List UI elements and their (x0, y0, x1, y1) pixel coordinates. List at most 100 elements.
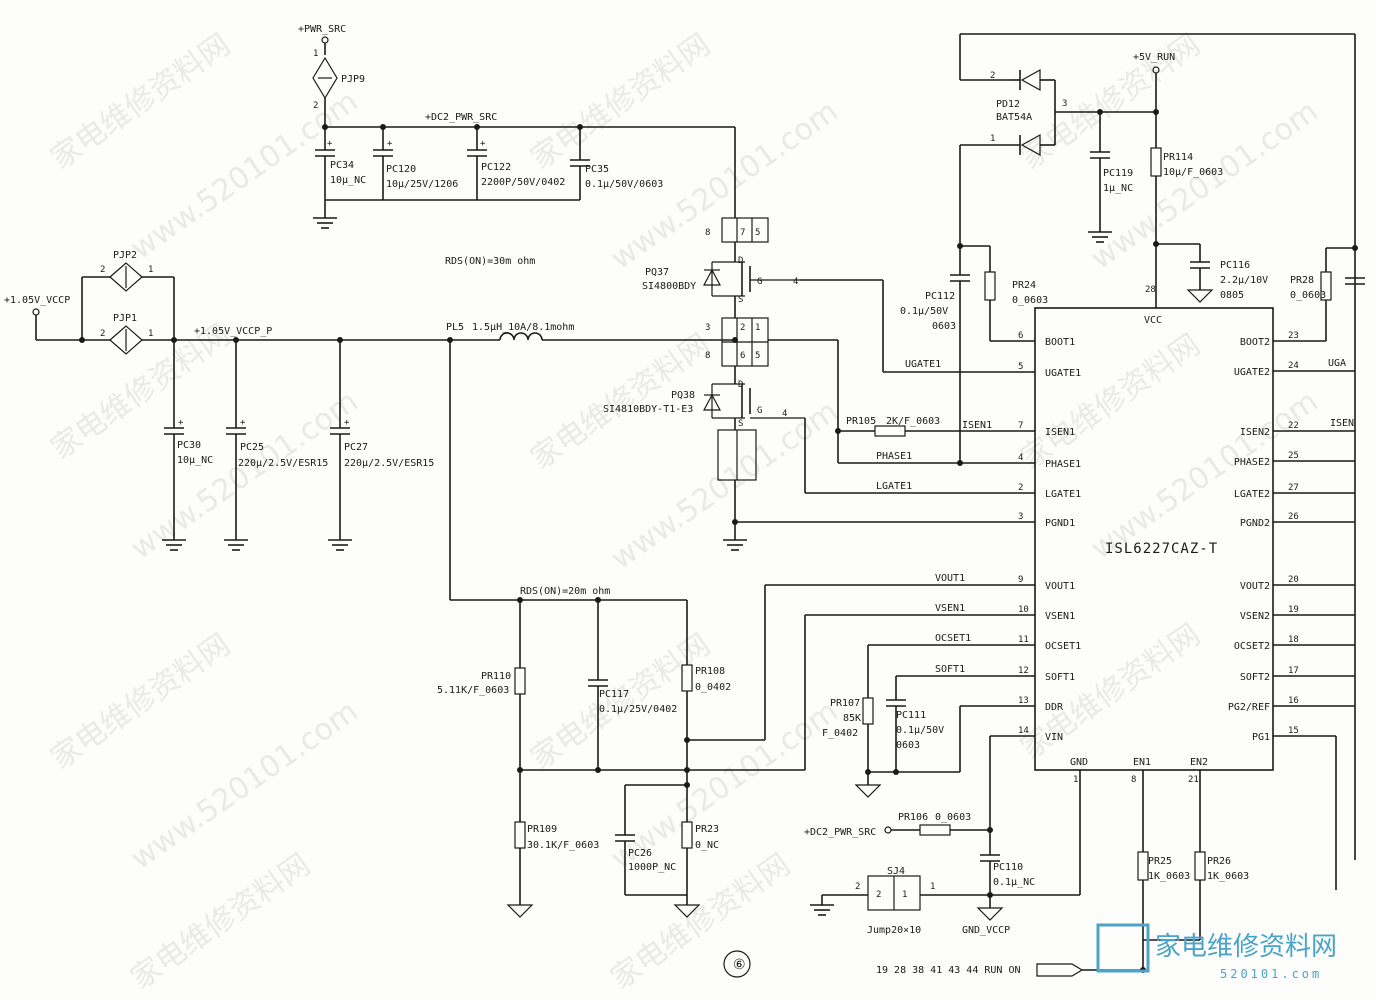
ground-symbol (162, 539, 186, 551)
ic-pin-name: VOUT1 (1045, 581, 1075, 592)
ic-right-pins: BOOT223UGATE224ISEN222PHASE225LGATE227PG… (1228, 331, 1299, 743)
net-label-vsen1: VSEN1 (935, 603, 965, 614)
pc35-ref: PC35 (585, 164, 609, 175)
pin-number: 4 (782, 409, 787, 419)
resistor-pr106-symbol (919, 824, 951, 836)
ic-pin-number: 14 (1018, 726, 1029, 736)
plus-sign: + (387, 139, 393, 149)
inductor-pl5-symbol (499, 332, 543, 341)
pr109-ref: PR109 (527, 824, 557, 835)
pr105-value: 2K/F_0603 (886, 416, 940, 427)
resistor-pr109-symbol (514, 821, 526, 849)
ic-pin-name: LGATE1 (1045, 489, 1081, 500)
ic-pin-name: PHASE2 (1234, 457, 1270, 468)
net-label-run-on: 19 28 38 41 43 44 RUN ON (876, 965, 1021, 976)
pr107-ref: PR107 (830, 698, 860, 709)
pc117-value: 0.1μ/25V/0402 (599, 704, 677, 715)
ground-symbol (723, 539, 747, 551)
pc30-ref: PC30 (177, 440, 201, 451)
ic-pin-name: VOUT2 (1240, 581, 1270, 592)
net-label-isen: ISEN (1330, 418, 1354, 429)
resistor-pr24-symbol (984, 271, 996, 301)
ic-pin-name: PGND2 (1240, 518, 1270, 529)
rds-note-top: RDS(ON)=30m ohm (445, 256, 535, 267)
pin-number: 3 (1062, 99, 1067, 109)
ground-symbol (328, 539, 352, 551)
watermark-text-url: www.520101.com (125, 694, 365, 877)
pl5-ref: PL5 (446, 322, 464, 333)
resistor-pr26-symbol (1194, 851, 1206, 881)
pc34-value: 10μ_NC (330, 175, 366, 186)
ic-pin-en2-num: 21 (1188, 775, 1199, 785)
plus-sign: + (178, 418, 184, 428)
gate-pin-label: G (757, 277, 762, 287)
pin-number: 1 (148, 329, 153, 339)
pc116-value1: 2.2μ/10V (1220, 275, 1268, 286)
pq37-package-top (721, 217, 769, 243)
ic-pin-number: 9 (1018, 575, 1023, 585)
pr26-value: 1K_0603 (1207, 871, 1249, 882)
pin-number: 2 (100, 265, 105, 275)
ic-pin-gnd-num: 1 (1073, 775, 1078, 785)
net-label-ocset1: OCSET1 (935, 633, 971, 644)
ic-pin-name: LGATE2 (1234, 489, 1270, 500)
control-section: OCSET1 PR107 85K F_0402 SOFT1 PC111 0.1μ… (804, 633, 1249, 977)
logo-text-cn: 家电维修资料网 (1155, 932, 1337, 962)
input-filter-section: +PWR_SRC 1 PJP9 2 +DC2_PWR_SRC + PC34 10… (298, 24, 736, 229)
ic-pin-number: 27 (1288, 483, 1299, 493)
sj4-ref: SJ4 (887, 866, 905, 877)
pin-number: 5 (755, 351, 760, 361)
ic-pin-number: 6 (1018, 331, 1023, 341)
source-pin-label: S (738, 295, 743, 305)
bootstrap-section: 2 1 3 PD12 BAT54A +5V_RUN PC119 1μ_NC (900, 33, 1365, 890)
pin-number: 2 (990, 71, 995, 81)
ic-pin-en2-name: EN2 (1190, 757, 1208, 768)
plus-sign: + (240, 418, 246, 428)
ic-pin-name: UGATE2 (1234, 367, 1270, 378)
pr109-value: 30.1K/F_0603 (527, 840, 599, 851)
pr105-ref: PR105 (846, 416, 876, 427)
watermark-text-cn: 家电维修资料网 (45, 27, 237, 176)
logo-url: 520101.com (1220, 967, 1322, 981)
feedback-section: RDS(ON)=20m ohm PR110 5.11K/F_0603 PC117… (437, 573, 1035, 918)
watermark-text-cn: 家电维修资料网 (525, 327, 717, 476)
pc111-value1: 0.1μ/50V (896, 725, 944, 736)
pin-number: 2 (876, 890, 881, 900)
pin-number: 2 (855, 882, 860, 892)
watermark-text-cn: 家电维修资料网 (1015, 327, 1207, 476)
net-label-lgate1: LGATE1 (876, 481, 912, 492)
pin-number: 3 (705, 323, 710, 333)
site-logo: 家电维修资料网 520101.com (1096, 923, 1337, 981)
ic-pin-name: VIN (1045, 732, 1063, 743)
ic-pin-name: PHASE1 (1045, 459, 1081, 470)
pr106-ref: PR106 (898, 812, 928, 823)
ic-pin-number: 4 (1018, 453, 1023, 463)
pc110-value: 0.1μ_NC (993, 877, 1035, 888)
ic-pin-number: 25 (1288, 451, 1299, 461)
pc112-value1: 0.1μ/50V (900, 306, 948, 317)
pc25-ref: PC25 (240, 442, 264, 453)
ic-part-number: ISL6227CAZ-T (1105, 541, 1218, 557)
ic-pin-number: 10 (1018, 605, 1029, 615)
net-label-vccp: +1.05V_VCCP (4, 295, 70, 306)
resistor-pr110-symbol (514, 667, 526, 695)
ic-pin-number: 2 (1018, 483, 1023, 493)
ic-pin-name: UGATE1 (1045, 368, 1081, 379)
ic-pin-gnd-name: GND (1070, 757, 1088, 768)
pin-number: 1 (148, 265, 153, 275)
pq37-ref: PQ37 (645, 267, 669, 278)
pd12-ref: PD12 (996, 99, 1020, 110)
drain-pin-label: D (738, 380, 743, 390)
pc35-value: 0.1μ/50V/0603 (585, 179, 663, 190)
pr114-value: 10μ/F_0603 (1163, 167, 1223, 178)
net-label-dc2-pwr-src-2: +DC2_PWR_SRC (804, 827, 876, 838)
pc119-value: 1μ_NC (1103, 183, 1133, 194)
ic-pin-name: BOOT2 (1240, 337, 1270, 348)
pin-number: 1 (990, 134, 995, 144)
plus-sign: + (480, 139, 486, 149)
ic-pin-number: 19 (1288, 605, 1299, 615)
pc27-ref: PC27 (344, 442, 368, 453)
net-port-pwr-src (321, 36, 329, 44)
pq37-body-diode (703, 268, 721, 286)
